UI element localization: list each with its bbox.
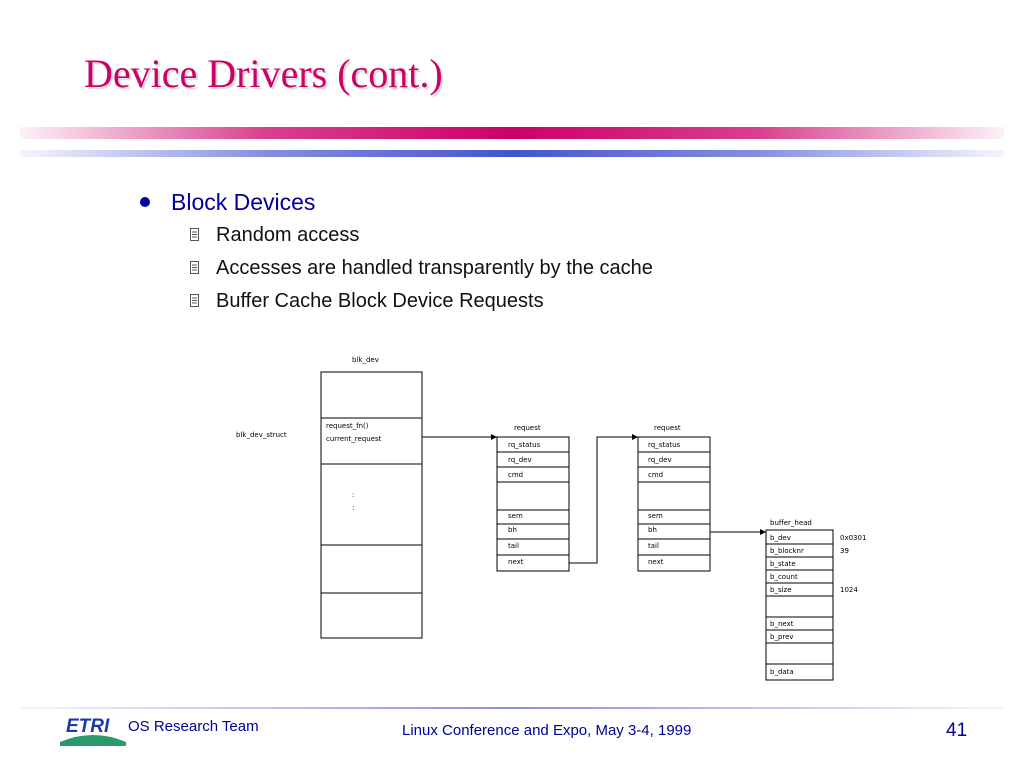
sub-bullet-marker-icon bbox=[190, 261, 199, 274]
footer-team: OS Research Team bbox=[128, 718, 259, 735]
buffer-head-box bbox=[765, 529, 834, 681]
buffer-head-label: buffer_head bbox=[770, 519, 812, 527]
request-2-label: request bbox=[654, 424, 681, 432]
bullet-dot-icon bbox=[140, 197, 150, 207]
title-divider-blue bbox=[20, 150, 1004, 157]
arrow-next-request bbox=[569, 434, 638, 564]
sub-bullet-marker-icon bbox=[190, 294, 199, 307]
req1-rq-status: rq_status bbox=[508, 441, 541, 449]
title-divider-pink bbox=[20, 127, 1004, 139]
sub-bullet-text: Accesses are handled transparently by th… bbox=[216, 257, 653, 279]
req2-sem: sem bbox=[648, 512, 663, 520]
blk-field-current-request: current_request bbox=[326, 435, 382, 443]
bh-b-prev: b_prev bbox=[770, 633, 794, 641]
req2-rq-status: rq_status bbox=[648, 441, 681, 449]
req1-bh: bh bbox=[508, 526, 517, 534]
buffer-cache-diagram: blk_dev blk_dev_struct request_fn() curr… bbox=[236, 356, 866, 681]
req2-rq-dev: rq_dev bbox=[648, 456, 672, 464]
etri-logo: ETRI bbox=[60, 716, 126, 746]
request-2-box bbox=[637, 436, 711, 572]
blk-ellipsis-2: : bbox=[352, 504, 354, 512]
bh-b-dev: b_dev bbox=[770, 534, 791, 542]
footer-conference: Linux Conference and Expo, May 3-4, 1999 bbox=[402, 722, 692, 739]
etri-logo-text: ETRI bbox=[66, 716, 110, 737]
req2-cmd: cmd bbox=[648, 471, 663, 479]
blk-dev-array bbox=[320, 371, 423, 639]
sub-bullet-text: Buffer Cache Block Device Requests bbox=[216, 290, 544, 312]
bullet-text: Block Devices bbox=[171, 189, 316, 215]
sub-bullet-text: Random access bbox=[216, 224, 360, 246]
bh-b-count: b_count bbox=[770, 573, 798, 581]
req1-sem: sem bbox=[508, 512, 523, 520]
blk-dev-struct-label: blk_dev_struct bbox=[236, 431, 287, 439]
request-1-label: request bbox=[514, 424, 541, 432]
blk-ellipsis-1: : bbox=[352, 491, 354, 499]
bh-value-b-size: 1024 bbox=[840, 586, 858, 594]
bh-value-b-blocknr: 39 bbox=[840, 547, 849, 555]
req1-tail: tail bbox=[508, 542, 519, 550]
page-number: 41 bbox=[946, 720, 968, 741]
blk-field-request-fn: request_fn() bbox=[326, 422, 369, 430]
bh-b-state: b_state bbox=[770, 560, 796, 568]
slide-title: Device Drivers (cont.) bbox=[84, 51, 443, 96]
request-1-box bbox=[496, 436, 570, 572]
bh-value-b-dev: 0x0301 bbox=[840, 534, 866, 542]
blk-dev-label: blk_dev bbox=[352, 356, 379, 364]
req1-next: next bbox=[508, 558, 524, 566]
sub-bullet-marker-icon bbox=[190, 228, 199, 241]
req2-tail: tail bbox=[648, 542, 659, 550]
footer-divider bbox=[20, 707, 1004, 709]
bh-b-data: b_data bbox=[770, 668, 794, 676]
req2-next: next bbox=[648, 558, 664, 566]
req2-bh: bh bbox=[648, 526, 657, 534]
req1-rq-dev: rq_dev bbox=[508, 456, 532, 464]
bh-b-next: b_next bbox=[770, 620, 794, 628]
bh-b-size: b_size bbox=[770, 586, 792, 594]
req1-cmd: cmd bbox=[508, 471, 523, 479]
bh-b-blocknr: b_blocknr bbox=[770, 547, 804, 555]
